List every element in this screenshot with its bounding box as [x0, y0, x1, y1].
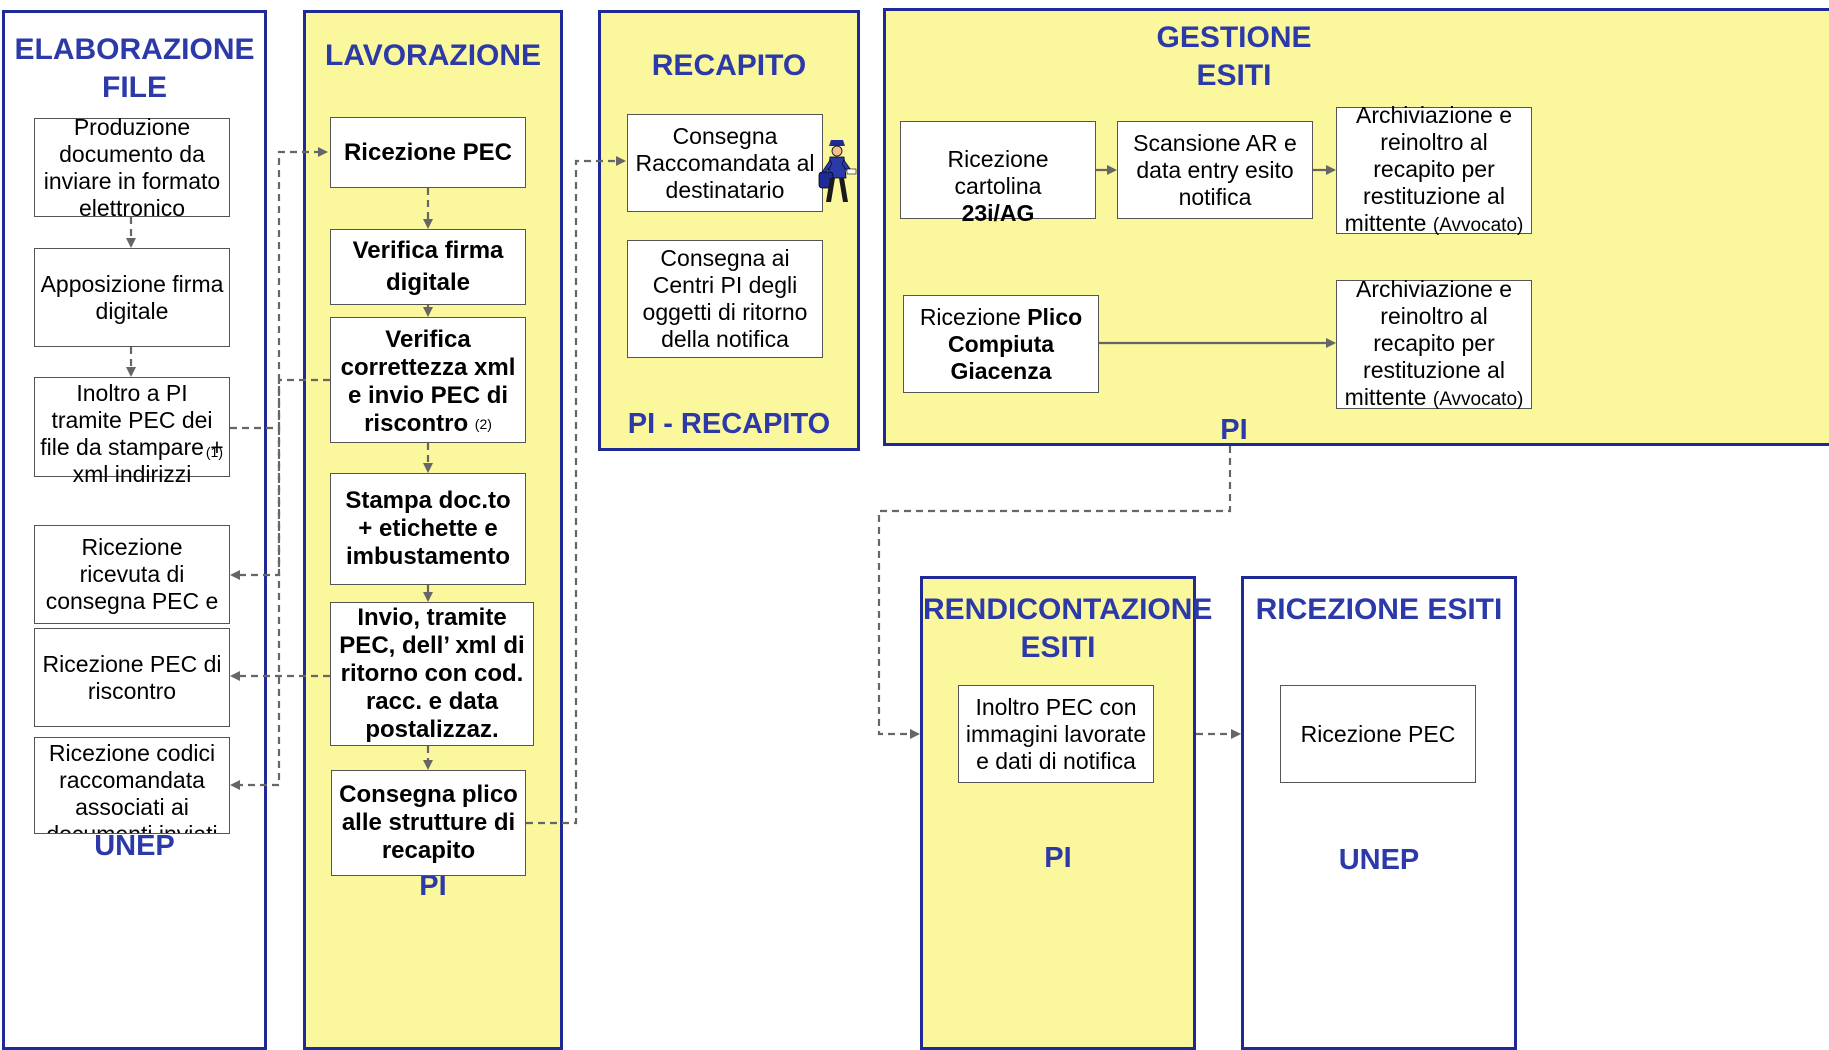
box-consegna-raccomandata: Consegna Raccomandata al destinatario: [627, 114, 823, 212]
box-text: Verifica firma digitale: [352, 237, 504, 296]
box-consegna-centri: Consegna ai Centri PI degli oggetti di r…: [627, 240, 823, 358]
box-text-bold: 23i/AG: [961, 200, 1035, 226]
box-text: Ricezione ricevuta di consegna PEC e: [45, 534, 219, 614]
lane-title: RECAPITO: [651, 49, 807, 82]
lane-title: RENDICONTAZIONE ESITI: [923, 593, 1213, 664]
box-text: Produzione documento da inviare in forma…: [43, 113, 221, 221]
box-text: Ricezione cartolina: [947, 146, 1049, 199]
lane-title: RICEZIONE ESITI: [1255, 593, 1503, 626]
box-ricezione-pec-unep: Ricezione PEC: [1280, 685, 1476, 783]
box-text: Ricezione: [919, 303, 1028, 330]
box-apposizione-firma: Apposizione firma digitale: [34, 248, 230, 347]
lane-ricezione-esiti: RICEZIONE ESITI UNEP: [1241, 576, 1517, 1050]
box-produzione-documento: Produzione documento da inviare in forma…: [34, 114, 230, 221]
box-text: Ricezione PEC: [1300, 720, 1456, 747]
footnote-marker: (2): [474, 416, 492, 432]
postman-icon: [818, 140, 857, 202]
box-inoltro-pi: Inoltro a PI tramite PEC dei file da sta…: [34, 377, 230, 487]
box-consegna-plico: Consegna plico alle strutture di recapit…: [331, 770, 526, 876]
lane-title: LAVORAZIONE: [324, 39, 542, 72]
lane-footer: UNEP: [1338, 844, 1420, 876]
box-text: Verifica correttezza xml e invio PEC di …: [340, 326, 516, 437]
box-ricezione-riscontro: Ricezione PEC di riscontro: [34, 628, 230, 727]
box-ricezione-pec: Ricezione PEC: [330, 117, 526, 188]
lane-title: ELABORAZIONE FILE: [14, 33, 255, 104]
lane-footer: PI: [1044, 842, 1072, 874]
box-text: Archiviazione e reinoltro al recapito pe…: [1344, 276, 1512, 410]
box-text: Inoltro PEC con immagini lavorate e dati…: [965, 693, 1147, 774]
box-text: Ricezione PEC di riscontro: [42, 650, 222, 704]
box-scansione-ar: Scansione AR e data entry esito notifica: [1117, 121, 1313, 219]
box-text: Ricezione codici raccomandata associati …: [46, 740, 218, 834]
box-invio-xml: Invio, tramite PEC, dell’ xml di ritorno…: [330, 602, 534, 746]
lane-footer: UNEP: [94, 830, 175, 862]
lane-footer: PI: [1220, 414, 1248, 446]
box-text: Consegna Raccomandata al destinatario: [635, 122, 815, 203]
lane-footer: PI - RECAPITO: [627, 408, 831, 440]
box-text: Inoltro a PI tramite PEC dei file da sta…: [40, 380, 224, 487]
box-text: Ricezione PEC: [343, 138, 513, 166]
lane-rendicontazione-esiti: RENDICONTAZIONE ESITI PI: [920, 576, 1213, 1050]
box-text-bold: Plico Compiuta Giacenza: [947, 303, 1083, 384]
box-text: Apposizione firma digitale: [40, 270, 224, 324]
box-text: Stampa doc.to + etichette e imbustamento: [345, 487, 511, 570]
box-stampa: Stampa doc.to + etichette e imbustamento: [330, 473, 526, 585]
box-text: Scansione AR e data entry esito notifica: [1133, 129, 1297, 210]
box-text: Consegna ai Centri PI degli oggetti di r…: [642, 245, 808, 352]
lane-recapito: RECAPITO PI - RECAPITO: [598, 10, 860, 451]
arrow-gestione-rendicontazione: [877, 446, 1232, 739]
box-ricezione-cartolina: Ricezione cartolina 23i/AG: [900, 121, 1096, 226]
box-text-small: (Avvocato): [1432, 389, 1524, 410]
arrow-plico-recapito: [526, 156, 626, 825]
box-text: Consegna plico alle strutture di recapit…: [339, 781, 518, 864]
lane-title: GESTIONE ESITI: [1156, 21, 1312, 92]
arrow-to-ricevuta: [230, 428, 281, 580]
footnote-marker: (1): [205, 444, 223, 460]
box-verifica-firma: Verifica firma digitale: [330, 229, 526, 305]
box-inoltro-pec-immagini: Inoltro PEC con immagini lavorate e dati…: [958, 685, 1154, 783]
box-text: Invio, tramite PEC, dell’ xml di ritorno…: [339, 604, 525, 743]
box-ricezione-plico: Ricezione Plico Compiuta Giacenza: [903, 295, 1099, 393]
box-ricezione-codici: Ricezione codici raccomandata associati …: [34, 737, 230, 834]
arrow-inoltro-ricezione-pec: [230, 147, 328, 430]
box-archiviazione-2: Archiviazione e reinoltro al recapito pe…: [1336, 276, 1532, 410]
box-text-small: (Avvocato): [1432, 215, 1524, 236]
arrow-verifica-to-riscontro: [230, 378, 330, 790]
box-archiviazione-1: Archiviazione e reinoltro al recapito pe…: [1336, 102, 1532, 236]
box-text: Archiviazione e reinoltro al recapito pe…: [1344, 102, 1512, 236]
box-verifica-xml: Verifica correttezza xml e invio PEC di …: [330, 317, 526, 443]
box-ricezione-ricevuta: Ricezione ricevuta di consegna PEC e: [34, 525, 230, 624]
